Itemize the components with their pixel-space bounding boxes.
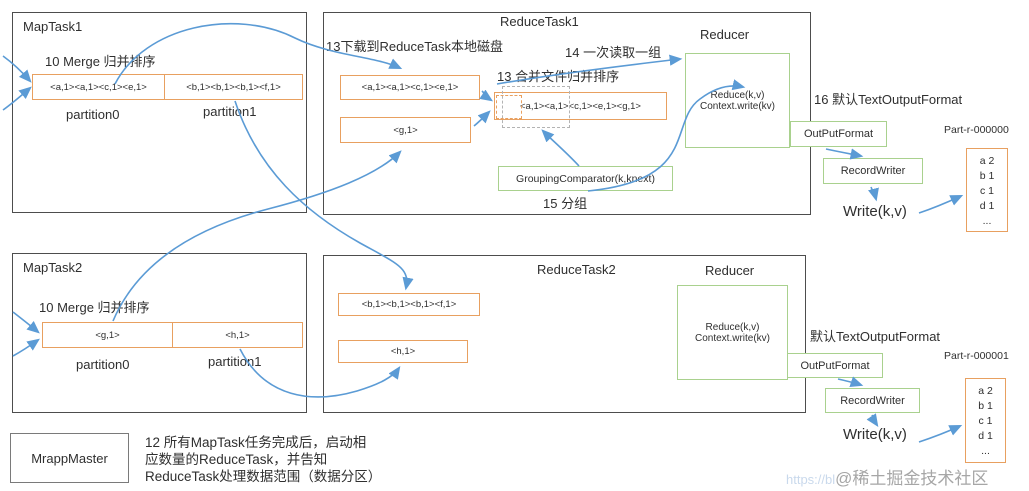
reducetask1-cell-a: <a,1><a,1><c,1><e,1> [340, 75, 480, 100]
reducer1-box: Reduce(k,v) Context.write(kv) [685, 53, 790, 148]
part1-line: c 1 [978, 415, 993, 427]
maptask1-box: MapTask1 10 Merge 归并排序 [12, 12, 307, 213]
recordwriter2-box: RecordWriter [825, 388, 920, 413]
reducer1-line1: Reduce(k,v) [710, 89, 765, 101]
maptask1-merge-label: 10 Merge 归并排序 [45, 54, 156, 69]
maptask2-title: MapTask2 [23, 260, 83, 275]
outputformat2-to-recordwriter [837, 376, 864, 388]
watermark: https://bl@稀土掘金技术社区 [786, 464, 988, 489]
part-r-000001-label: Part-r-000001 [944, 350, 1009, 362]
outputformat2-box: OutPutFormat [787, 353, 883, 378]
reducetask2-cell-h: <h,1> [338, 340, 468, 363]
recordwriter2-to-write [866, 413, 879, 427]
maptask2-partition0-label: partition0 [76, 357, 130, 372]
note-line: 12 所有MapTask任务完成后，启动相 [145, 435, 367, 450]
reducetask1-merge-label: 13 合并文件归并排序 [497, 69, 620, 84]
note-line: ReduceTask处理数据范围（数据分区） [145, 469, 382, 484]
write2-label: Write(k,v) [843, 426, 907, 443]
maptask2-partition1-label: partition1 [208, 354, 262, 369]
part0-line: b 1 [979, 170, 995, 182]
part1-line: d 1 [978, 430, 993, 442]
maptask1-partition1-label: partition1 [203, 104, 257, 119]
note-line: 应数量的ReduceTask，并告知 [145, 452, 328, 467]
appmaster-note: 12 所有MapTask任务完成后，启动相 应数量的ReduceTask，并告知… [145, 434, 381, 485]
reducer2-title: Reducer [705, 263, 755, 278]
maptask1-partition1-cell: <b,1><b,1><b,1><f,1> [165, 74, 303, 100]
write1-to-part [918, 194, 964, 214]
maptask2-partition0-cell: <g,1> [42, 322, 173, 348]
maptask2-partition1-cell: <h,1> [173, 322, 303, 348]
reducer2-line2: Context.write(kv) [694, 332, 770, 344]
reducetask1-read-label: 14 一次读取一组 [565, 45, 662, 60]
reducetask1-cell-g: <g,1> [340, 117, 471, 143]
write2-to-part [918, 424, 963, 443]
reducer2-box: Reduce(k,v) Context.write(kv) [677, 285, 788, 380]
reducer1-line2: Context.write(kv) [699, 100, 775, 112]
maptask2-merge-label: 10 Merge 归并排序 [39, 300, 150, 315]
textoutputformat2-label: 默认TextOutputFormat [810, 329, 941, 344]
reducetask2-cell-b: <b,1><b,1><b,1><f,1> [338, 293, 480, 316]
reducetask2-title: ReduceTask2 [537, 262, 616, 277]
reducetask1-title: ReduceTask1 [500, 14, 579, 29]
watermark-community: @稀土掘金技术社区 [835, 469, 989, 488]
key-dashed-outline [496, 95, 522, 119]
part0-line: d 1 [979, 200, 995, 212]
part1-line: b 1 [978, 400, 993, 412]
recordwriter1-to-write [868, 186, 879, 202]
group-label: 15 分组 [543, 196, 588, 211]
write1-label: Write(k,v) [843, 203, 907, 220]
part0-line: c 1 [979, 185, 994, 197]
recordwriter1-box: RecordWriter [823, 158, 923, 184]
part1-output-box: a 2 b 1 c 1 d 1 ... [965, 378, 1006, 463]
reducetask2-box [323, 255, 806, 413]
outputformat1-box: OutPutFormat [790, 121, 887, 147]
reducer1-title: Reducer [700, 27, 750, 42]
part0-output-box: a 2 b 1 c 1 d 1 ... [966, 148, 1008, 232]
reducer2-line1: Reduce(k,v) [705, 321, 760, 333]
part1-line: ... [981, 445, 990, 457]
group-dashed-outline [502, 86, 570, 128]
maptask1-partition0-cell: <a,1><a,1><c,1><e,1> [32, 74, 165, 100]
maptask1-title: MapTask1 [23, 19, 83, 34]
grouping-comparator-box: GroupingComparator(k,knext) [498, 166, 673, 191]
part0-line: ... [982, 215, 992, 227]
maptask1-partition0-label: partition0 [66, 107, 120, 122]
reducetask1-download-label: 13下载到ReduceTask本地磁盘 [326, 39, 503, 54]
outputformat1-to-recordwriter [825, 148, 864, 160]
mrappmaster-box: MrappMaster [10, 433, 129, 483]
watermark-url: https://bl [786, 472, 836, 487]
part1-line: a 2 [978, 385, 993, 397]
textoutputformat1-label: 16 默认TextOutputFormat [814, 92, 963, 107]
maptask1-partition-row: <a,1><a,1><c,1><e,1> <b,1><b,1><b,1><f,1… [32, 74, 303, 100]
part0-line: a 2 [979, 155, 995, 167]
part-r-000000-label: Part-r-000000 [944, 124, 1009, 136]
maptask2-partition-row: <g,1> <h,1> [42, 322, 303, 348]
